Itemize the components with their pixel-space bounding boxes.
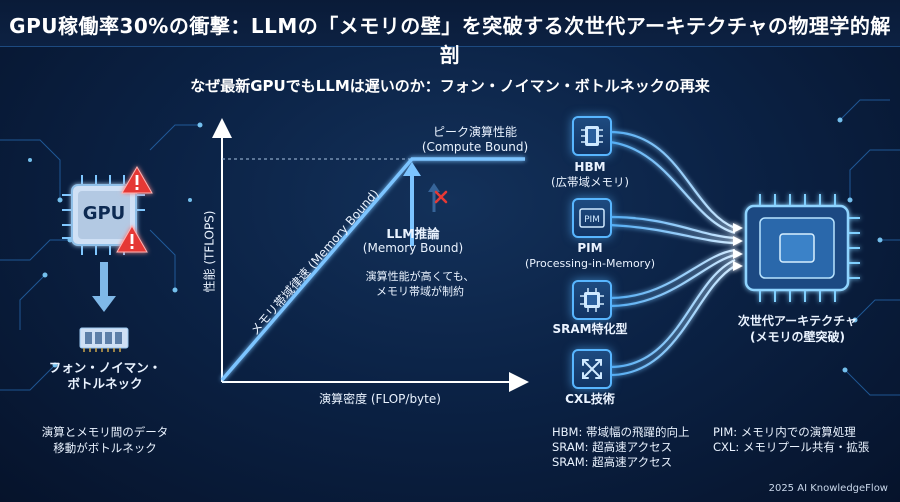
- gpu-label: GPU: [82, 203, 126, 224]
- memory-module-icon: [79, 327, 129, 352]
- bottleneck-title-line2: ボトルネック: [67, 376, 143, 391]
- up-arrow-icon: [403, 162, 421, 246]
- sram-chip-icon: [572, 280, 612, 320]
- blocked-arrow-icon: [428, 183, 440, 212]
- note-cxl: CXL: メモリプール共有・拡張: [713, 440, 870, 454]
- flow-lines: [609, 130, 736, 377]
- bottleneck-desc-line1: 演算とメモリ間のデータ: [41, 425, 169, 439]
- warning-icon: [116, 224, 148, 253]
- next-gen-label-line1: 次世代アーキテクチャ: [737, 314, 858, 328]
- note-sram-1: SRAM: 超高速アクセス: [552, 440, 673, 454]
- tech-pim-sub: (Processing-in-Memory): [524, 257, 656, 270]
- footer-credit: 2025 AI KnowledgeFlow: [768, 483, 888, 494]
- tech-cxl-name: CXL技術: [565, 392, 615, 406]
- peak-label-line1: ピーク演算性能: [432, 125, 517, 139]
- x-axis-label: 演算密度 (FLOP/byte): [319, 392, 441, 406]
- page-subtitle: なぜ最新GPUでもLLMは遅いのか：フォン・ノイマン・ボトルネックの再来: [190, 77, 710, 95]
- next-gen-label-line2: (メモリの壁突破): [750, 330, 845, 344]
- note-hbm: HBM: 帯域幅の飛躍的向上: [552, 425, 690, 439]
- tech-pim-name: PIM: [577, 241, 603, 255]
- note-line2: メモリ帯域が制約: [376, 285, 464, 298]
- llm-inference-label: LLM推論: [386, 226, 440, 241]
- warning-icon: [121, 165, 153, 194]
- note-pim: PIM: メモリ内での演算処理: [713, 425, 856, 439]
- tech-sram-name: SRAM特化型: [552, 322, 628, 336]
- x-mark-icon: [434, 190, 448, 204]
- note-line1: 演算性能が高くても、: [365, 270, 475, 283]
- peak-label-line2: (Compute Bound): [421, 140, 529, 154]
- pim-icon: PIM: [572, 198, 612, 238]
- circuit-traces-left: [0, 124, 200, 391]
- tech-hbm-name: HBM: [574, 160, 606, 174]
- bottleneck-title-line1: フォン・ノイマン・: [48, 360, 162, 375]
- page-title: GPU稼働率30%の衝撃：LLMの「メモリの壁」を突破する次世代アーキテクチャの…: [9, 14, 891, 67]
- gpu-chip-icon: [62, 175, 145, 255]
- next-gen-chip-icon: [744, 194, 860, 302]
- down-arrow-icon: [92, 262, 116, 312]
- roofline-axes: [212, 118, 529, 392]
- y-axis-label: 性能 (TFLOPS): [202, 210, 217, 293]
- note-sram-2: SRAM: 超高速アクセス: [552, 455, 673, 469]
- bottleneck-desc-line2: 移動がボトルネック: [53, 441, 157, 455]
- circuit-traces-right: [839, 99, 900, 396]
- roofline-curve: [220, 157, 525, 382]
- hbm-chip-icon: [572, 116, 612, 156]
- tech-hbm-sub: (広帯域メモリ): [551, 175, 629, 189]
- llm-inference-sub: (Memory Bound): [362, 241, 464, 255]
- title-bar: [0, 0, 900, 47]
- cxl-expand-icon: [572, 349, 612, 389]
- svg-text:PIM: PIM: [584, 215, 600, 225]
